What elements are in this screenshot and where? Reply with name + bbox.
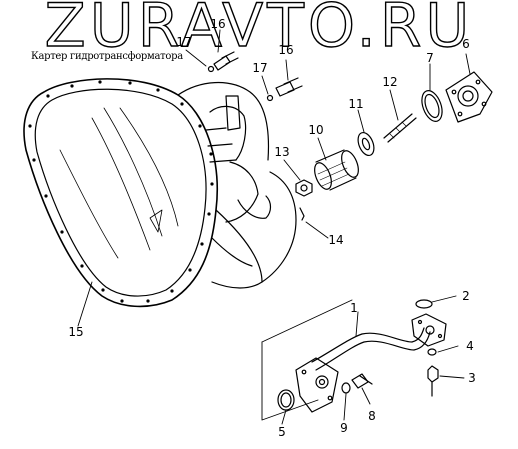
- callout-11: 11: [348, 97, 363, 111]
- callout-7: 7: [426, 51, 434, 65]
- callout-9: 9: [340, 421, 348, 435]
- ring: [357, 131, 375, 157]
- callout-4: 4: [466, 339, 474, 353]
- oil-pipe: [295, 313, 447, 413]
- callout-17-upper: 17: [176, 35, 191, 49]
- strainer-element: [314, 149, 359, 191]
- callout-5: 5: [278, 425, 286, 439]
- wire-clip: [299, 207, 305, 221]
- callout-16-upper: 16: [210, 17, 225, 31]
- callout-13: 13: [274, 145, 289, 159]
- cover-plate: [445, 71, 493, 123]
- callout-8: 8: [368, 409, 376, 423]
- bolt-middle: [266, 77, 303, 102]
- stud: [383, 113, 417, 143]
- bolt-upper: [207, 51, 239, 73]
- converter-housing: [23, 78, 297, 308]
- callout-12: 12: [382, 75, 397, 89]
- o-ring-upper: [421, 90, 443, 122]
- o-ring-small: [415, 299, 433, 309]
- callout-3: 3: [468, 371, 476, 385]
- nut: [295, 179, 313, 197]
- callout-15: 15: [68, 325, 83, 339]
- callout-labels: 1 2 3 4 5 6 7 8 9 10 11 12 13 14 15 16 1…: [68, 17, 475, 439]
- watermark: ZURAVTO.RU: [44, 0, 474, 62]
- callout-1: 1: [350, 301, 358, 315]
- bolt-lower: [351, 373, 373, 389]
- washer-lower: [341, 382, 351, 394]
- callout-6: 6: [462, 37, 470, 51]
- callout-17-middle: 17: [252, 61, 267, 75]
- callout-2: 2: [462, 289, 470, 303]
- callout-14: 14: [328, 233, 343, 247]
- o-ring-lower: [277, 389, 295, 411]
- bolt-right: [427, 365, 439, 397]
- washer-right: [427, 348, 437, 356]
- callout-10: 10: [308, 123, 323, 137]
- callout-16-middle: 16: [278, 43, 293, 57]
- leader-lines: [77, 29, 471, 425]
- diagram-caption: Картер гидротрансформатора: [31, 51, 183, 62]
